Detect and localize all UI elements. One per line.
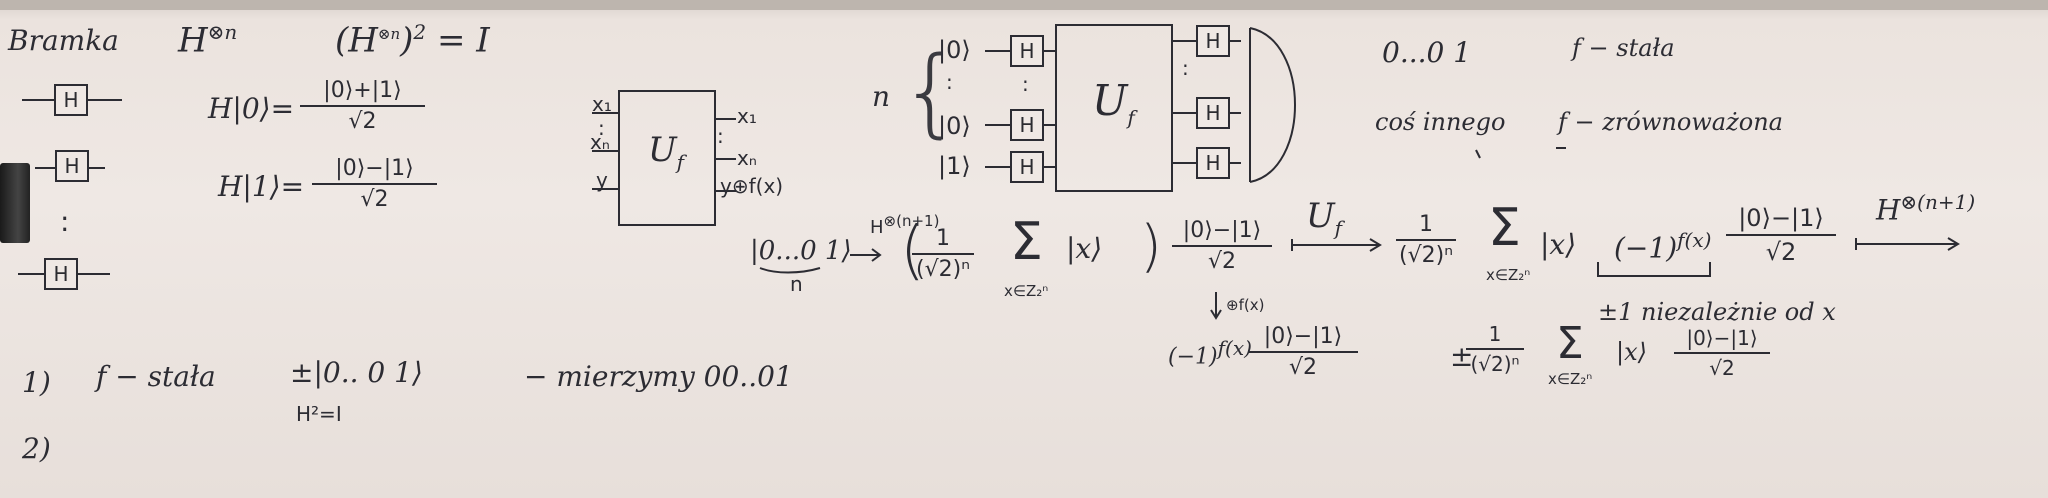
h-tensor-power: H⊗n [178, 20, 238, 61]
n-label: n [872, 80, 891, 113]
hadamard-gate: H [1196, 97, 1230, 129]
board-frame [0, 0, 2048, 10]
oracle-output-y-xor-f: y⊕f(x) [720, 174, 784, 198]
down-arrow [1210, 292, 1222, 320]
sum-subscript: x∈Z₂ⁿ [1004, 282, 1049, 300]
case-constant-state: 0...0 1 [1382, 36, 1472, 69]
wire [714, 118, 736, 120]
hadamard-arrow-label: H⊗(n+1) [870, 212, 940, 238]
ket-x: |x⟩ [1540, 228, 1577, 261]
minus-state: |0⟩−|1⟩√2 [1248, 324, 1358, 380]
identity-equation: (H⊗n)2 = I [335, 20, 490, 61]
ket-zero-bottom: |0⟩ [938, 112, 971, 140]
hadamard-gate: H [1196, 25, 1230, 57]
initial-state: |0...0 1⟩ [750, 236, 852, 266]
uf-box [1055, 24, 1173, 192]
h-on-one-fraction: |0⟩−|1⟩√2 [312, 156, 437, 212]
wire [714, 190, 736, 192]
oracle-output-x1: x₁ [737, 104, 757, 128]
ket-x: |x⟩ [1066, 232, 1103, 265]
item-1-text: f − stała [96, 360, 216, 393]
oracle-input-xn: xₙ [590, 130, 610, 154]
measurement-arc [1249, 27, 1296, 183]
oracle-output-dots: : [717, 124, 724, 148]
eraser [0, 163, 30, 243]
xor-f-label: ⊕f(x) [1226, 296, 1265, 314]
minus-state: |0⟩−|1⟩√2 [1172, 218, 1272, 274]
phase-note: ±1 niezależnie od x [1598, 298, 1836, 326]
hadamard-gate: H [1196, 147, 1230, 179]
phase-factor: (−1)f(x) [1168, 336, 1252, 370]
hadamard-gate: H [1010, 151, 1044, 183]
brace: { [900, 36, 962, 148]
circuit-dots: : [1022, 72, 1029, 96]
ket-zero-top: |0⟩ [938, 36, 971, 64]
item-1-note: H²=I [296, 402, 342, 426]
wire [714, 158, 736, 160]
sum-subscript: x∈Z₂ⁿ [1548, 370, 1593, 388]
hadamard-gate: H [44, 258, 78, 290]
close-paren: ) [1140, 214, 1162, 279]
heading-bramka: Bramka [8, 24, 119, 57]
sum-symbol: Σ [1488, 198, 1521, 258]
wire [592, 188, 618, 190]
case-constant-label: f − stała [1572, 34, 1675, 62]
sum-symbol: Σ [1010, 212, 1043, 272]
item-1-result: − mierzymy 00..01 [524, 360, 793, 393]
case-balanced-state: coś innego [1375, 108, 1506, 136]
minus-state: |0⟩−|1⟩√2 [1674, 326, 1770, 380]
phase-factor: (−1)f(x) [1614, 228, 1712, 265]
item-1-number: 1) [22, 366, 51, 399]
item-2-number: 2) [22, 432, 51, 465]
wire [592, 112, 618, 114]
oracle-input-y: y [596, 168, 608, 192]
item-1-state: ±|0.. 0 1⟩ [290, 356, 423, 389]
open-paren: ( [900, 214, 925, 288]
ket-x: |x⟩ [1616, 338, 1647, 366]
uf-label: Uf [1092, 76, 1135, 130]
coefficient: 1(√2)ⁿ [1396, 212, 1456, 268]
phase-bracket [1597, 262, 1711, 277]
n-underbrace [759, 267, 821, 274]
h-on-zero-lhs: H|0⟩= [208, 92, 295, 125]
hadamard-gate: H [1010, 35, 1044, 67]
oracle-input-dots: : [598, 116, 605, 140]
hadamard-gate: H [55, 150, 89, 182]
sum-symbol: Σ [1556, 318, 1584, 369]
ket-one: |1⟩ [938, 152, 971, 180]
uf-arrow [1291, 238, 1382, 252]
h-on-one-lhs: H|1⟩= [218, 170, 305, 203]
initial-state-n: n [790, 272, 803, 296]
oracle-input-x1: x₁ [592, 92, 612, 116]
oracle-label: Uf [648, 130, 685, 174]
minus-state: |0⟩−|1⟩√2 [1726, 204, 1836, 266]
circuit-dots: : [946, 70, 953, 94]
uf-arrow-label: Uf [1306, 196, 1343, 240]
hadamard-arrow [850, 248, 882, 262]
vertical-dots: : [60, 205, 70, 238]
hadamard-gate: H [54, 84, 88, 116]
oracle-output-xn: xₙ [737, 146, 757, 170]
h-on-zero-fraction: |0⟩+|1⟩√2 [300, 78, 425, 134]
tick [1475, 149, 1481, 159]
final-arrow [1855, 237, 1960, 251]
coefficient: 1(√2)ⁿ [1466, 322, 1524, 376]
final-hadamard-label: H⊗(n+1) [1876, 190, 1976, 227]
coefficient: 1(√2)ⁿ [912, 226, 974, 282]
case-balanced-label: f − zrównoważona [1558, 108, 1783, 136]
wire [592, 150, 618, 152]
hadamard-gate: H [1010, 109, 1044, 141]
sum-subscript: x∈Z₂ⁿ [1486, 266, 1531, 284]
circuit-dots: : [1182, 56, 1189, 80]
